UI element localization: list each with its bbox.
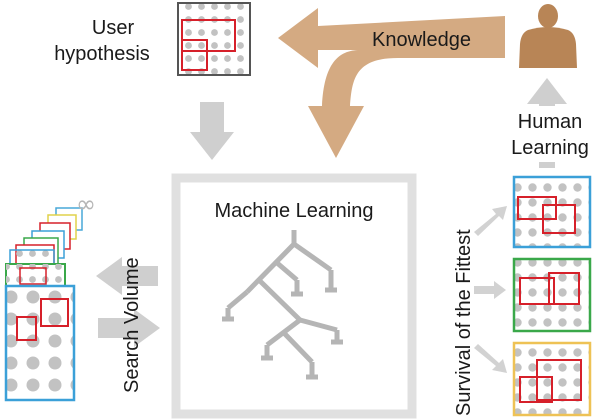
survival-label: Survival of the Fittest bbox=[453, 229, 475, 416]
human-learning-label-line2: Learning bbox=[511, 137, 589, 159]
human-learning-label-backdrop bbox=[500, 106, 606, 162]
user-hypothesis-label-line2: hypothesis bbox=[54, 43, 150, 65]
machine-learning-frame bbox=[171, 173, 417, 419]
search-volume-right-arrow bbox=[98, 309, 160, 347]
selection-arrow-bottom bbox=[474, 344, 507, 373]
search-volume-left-arrow bbox=[96, 257, 158, 295]
knowledge-label: Knowledge bbox=[372, 29, 471, 51]
person-icon bbox=[519, 4, 577, 68]
decision-tree-icon bbox=[222, 230, 343, 380]
knowledge-arrow bbox=[278, 8, 505, 158]
selection-arrow-middle bbox=[474, 281, 506, 299]
candidate-hypothesis-blue bbox=[512, 175, 592, 249]
infinity-symbol: ∞ bbox=[76, 190, 96, 218]
search-volume-label: Search Volume bbox=[121, 257, 143, 393]
hypothesis-to-ml-arrow bbox=[190, 102, 234, 160]
user-hypothesis-panel bbox=[177, 2, 251, 76]
human-learning-label-line1: Human bbox=[518, 111, 582, 133]
user-hypothesis-label-line1: User bbox=[92, 17, 135, 39]
candidate-hypothesis-yellow bbox=[512, 341, 592, 417]
search-space-stack bbox=[4, 207, 83, 402]
candidate-hypothesis-green bbox=[512, 257, 592, 333]
selection-arrow-top bbox=[474, 206, 507, 236]
machine-learning-label: Machine Learning bbox=[215, 200, 374, 222]
